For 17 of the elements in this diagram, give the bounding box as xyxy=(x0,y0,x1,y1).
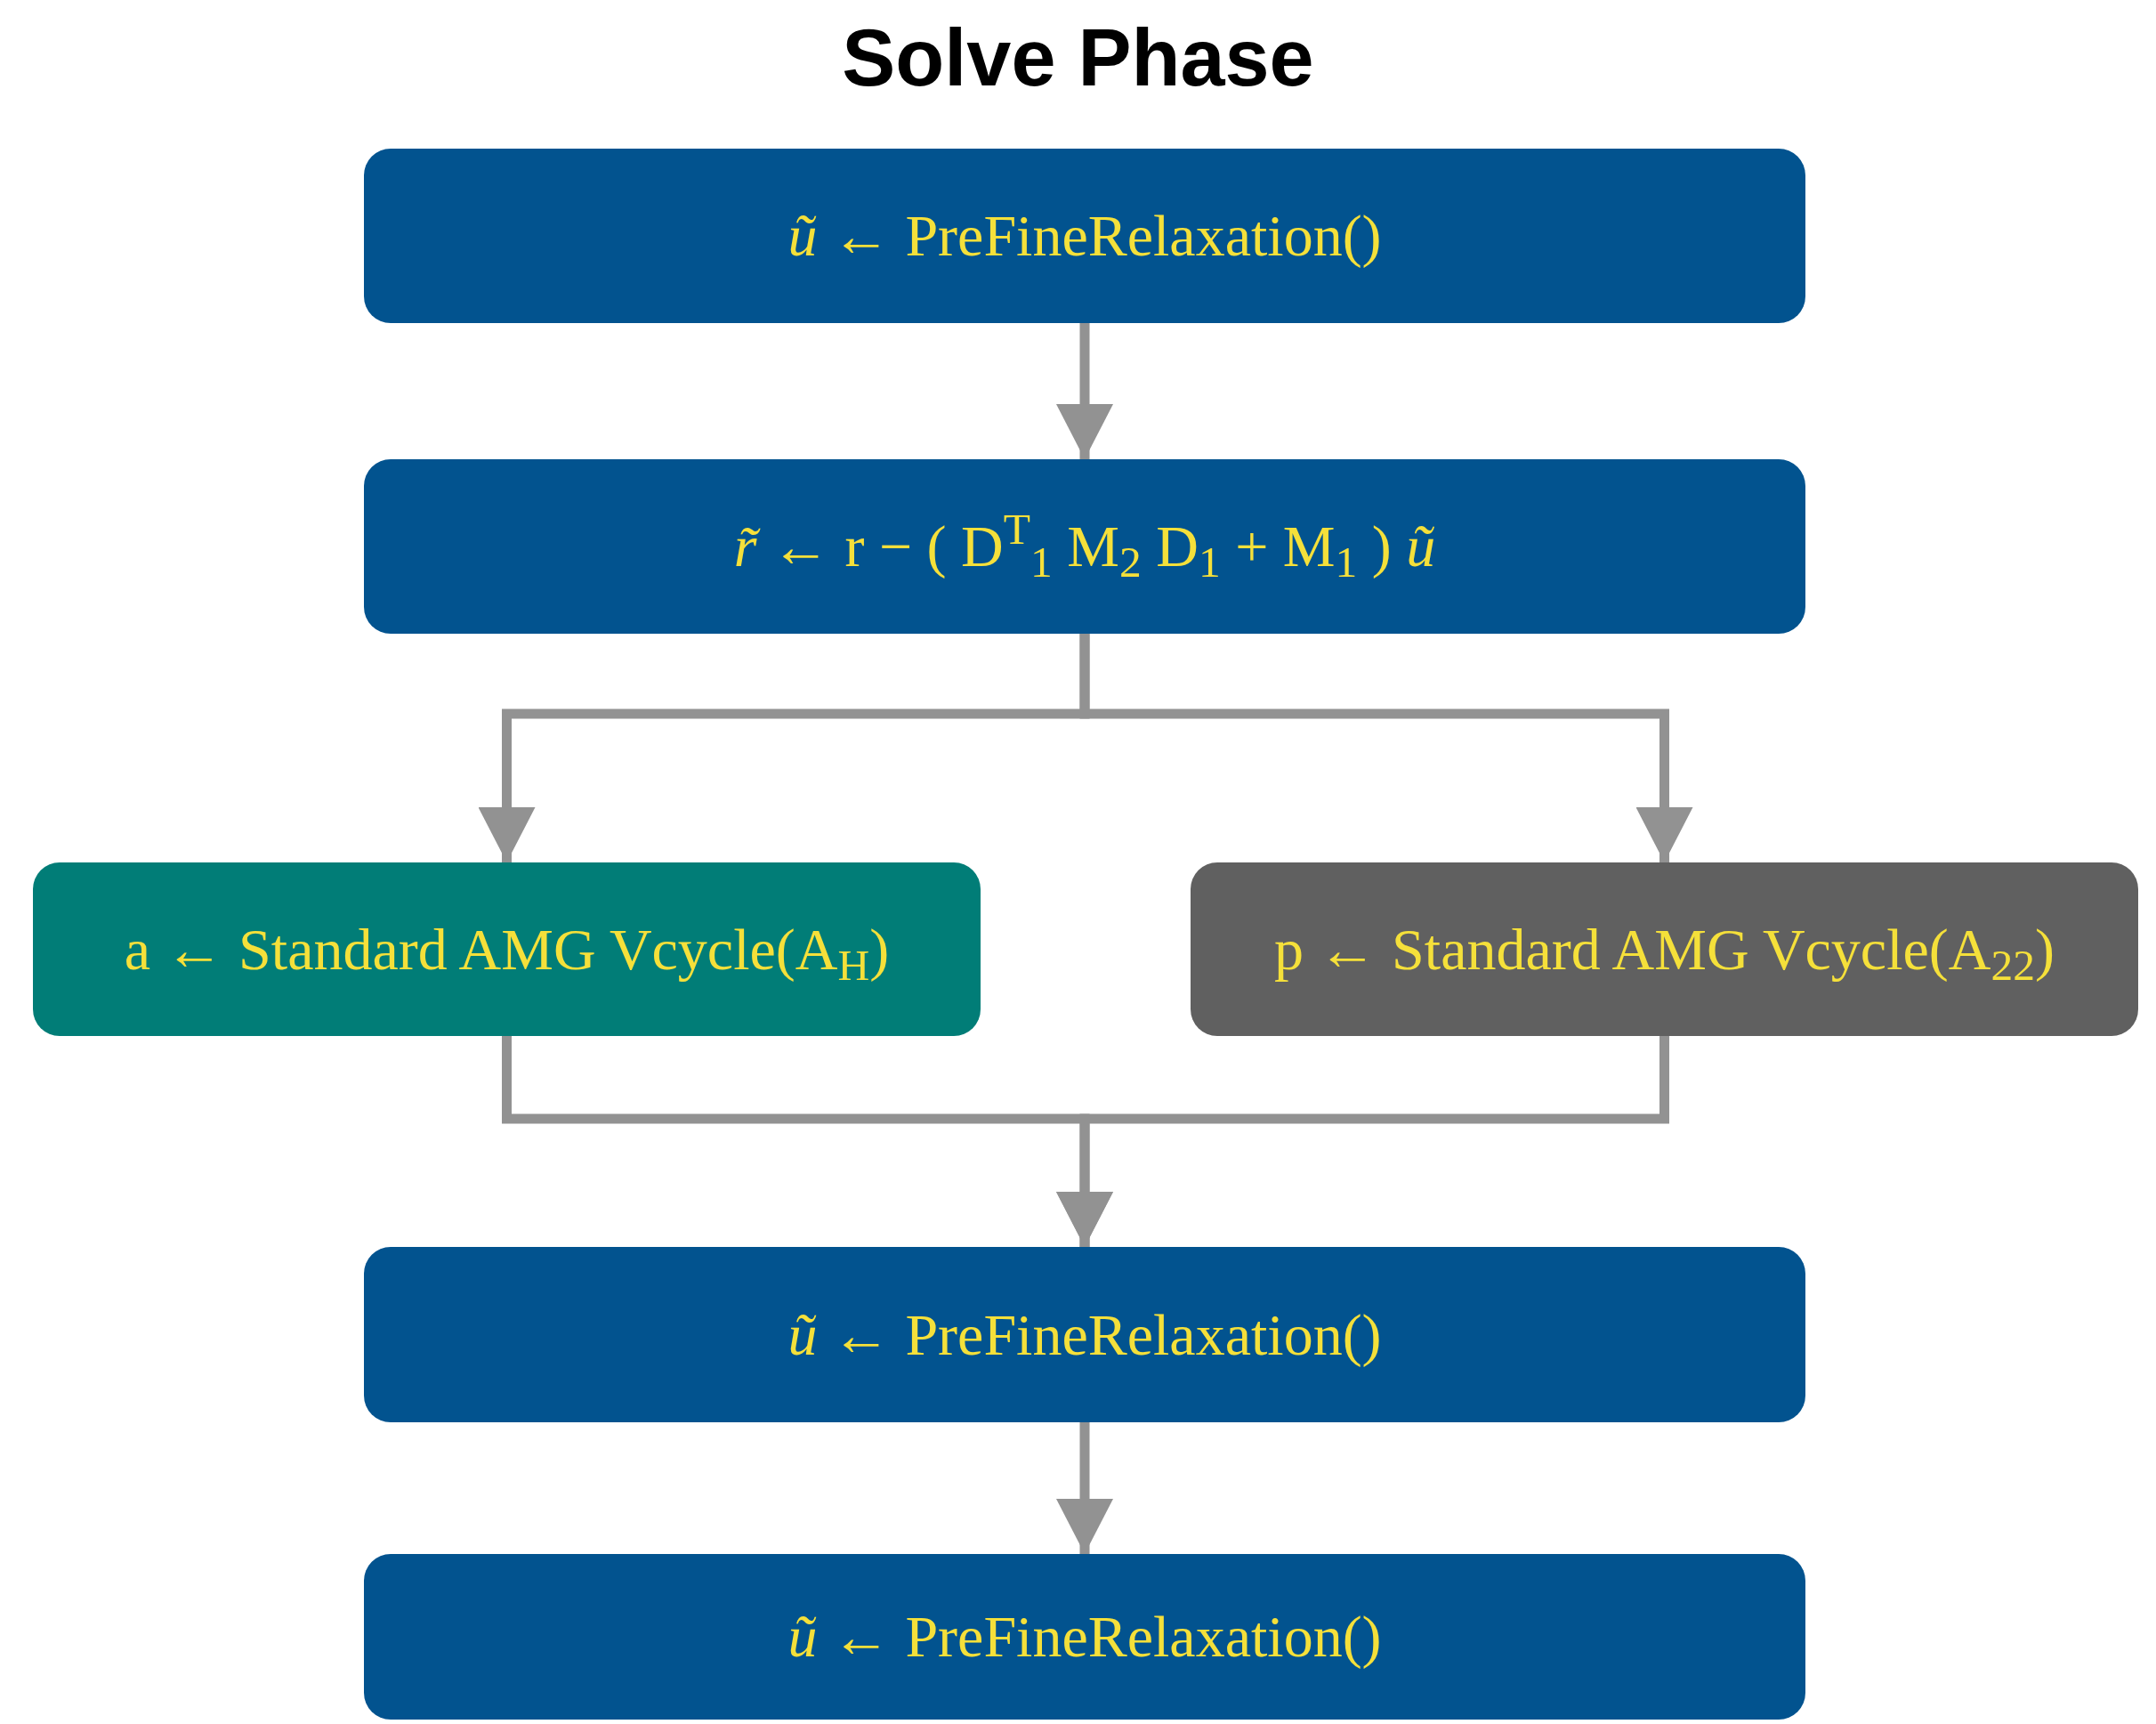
formula-text: r̃ ← r − ( D$^{T}$$_{1}$ M$_{2}$ D$_{1}$ + M$_{1}$ ) ũ xyxy=(733,511,1436,582)
formula-text: p ← Standard AMG Vcycle(A$_{22}$) xyxy=(1274,915,2055,985)
process-box xyxy=(364,1554,1805,1720)
formula-text: ũ ← PreFineRelaxation() xyxy=(787,1603,1382,1671)
process-box xyxy=(1191,862,2138,1036)
arrow xyxy=(1056,1036,1669,1247)
arrow xyxy=(1056,1422,1113,1554)
arrow xyxy=(1056,323,1113,459)
arrow xyxy=(1079,634,1693,862)
formula-text: ũ ← PreFineRelaxation() xyxy=(787,1300,1382,1369)
process-box xyxy=(364,459,1805,634)
process-box xyxy=(364,1247,1805,1422)
diagram-title: Solve Phase xyxy=(841,12,1315,104)
formula-text: ũ ← PreFineRelaxation() xyxy=(787,202,1382,270)
process-box xyxy=(33,862,981,1036)
formula-text: a ← Standard AMG Vcycle(A$_{H}$) xyxy=(124,915,890,985)
process-box xyxy=(364,149,1805,323)
